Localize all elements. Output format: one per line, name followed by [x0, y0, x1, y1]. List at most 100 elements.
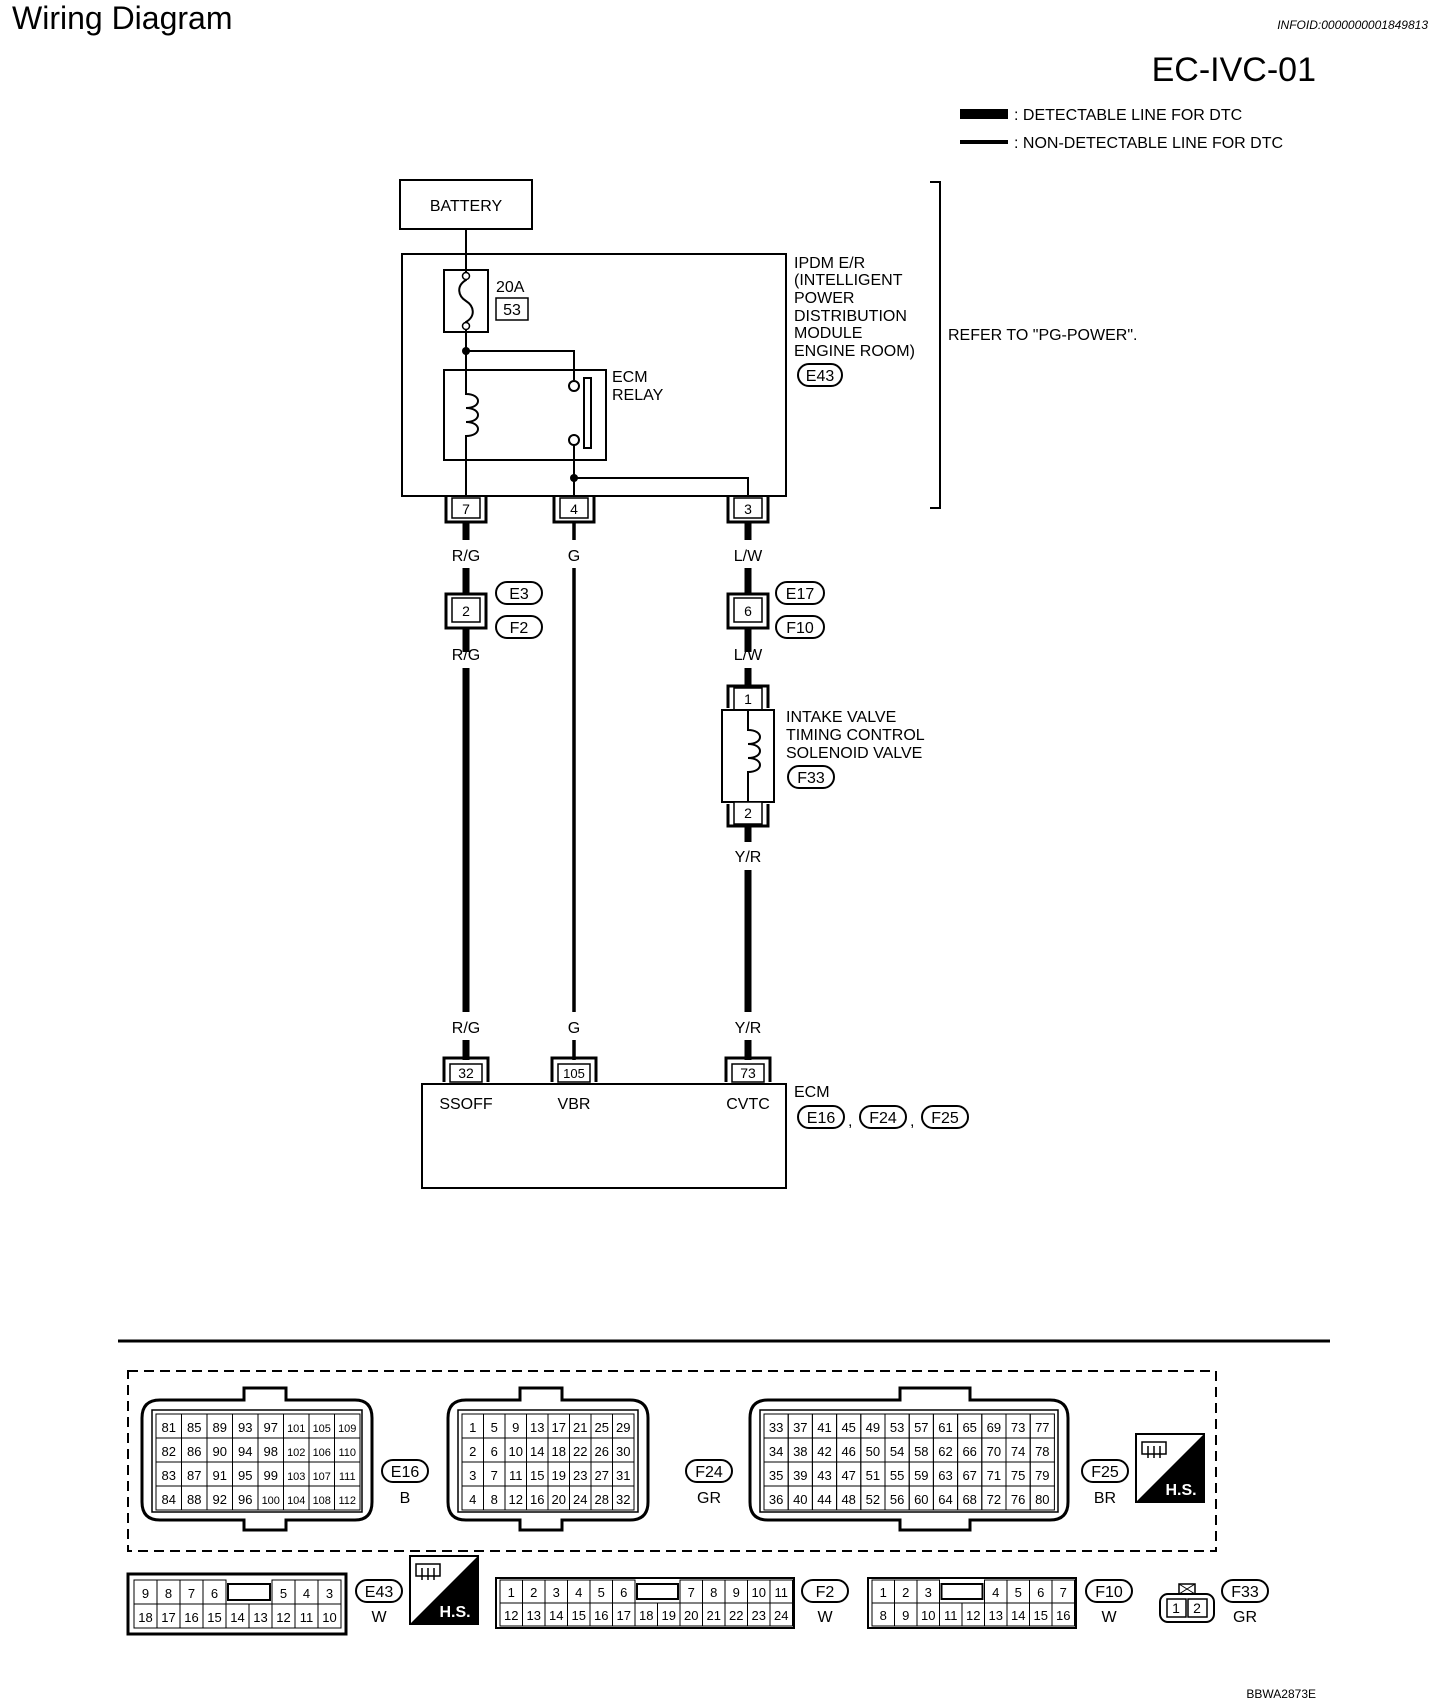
terminal-cavity: 64	[938, 1492, 952, 1507]
terminal-cavity: 14	[1011, 1608, 1025, 1623]
ecm-pin-cvtc: CVTC	[726, 1096, 770, 1113]
terminal-cavity: 86	[187, 1444, 201, 1459]
ipdm-terminal-4: 4	[552, 496, 596, 524]
svg-text:F2: F2	[816, 1584, 835, 1601]
terminal-cavity: 69	[987, 1420, 1001, 1435]
harness-side-badge-2: H.S.	[409, 1555, 479, 1625]
terminal-cavity: 12	[504, 1608, 518, 1623]
terminal-cavity: 83	[162, 1468, 176, 1483]
terminal-cavity: 80	[1035, 1492, 1049, 1507]
terminal-cavity: 63	[938, 1468, 952, 1483]
solenoid-connector-tag: F33	[787, 765, 835, 789]
terminal-cavity: 24	[573, 1492, 587, 1507]
svg-text:H.S.: H.S.	[439, 1604, 470, 1621]
terminal-cavity: 14	[549, 1608, 563, 1623]
connector-f33-tag: F33	[1221, 1579, 1269, 1603]
svg-text:32: 32	[458, 1065, 474, 1081]
svg-text:F25: F25	[931, 1110, 959, 1127]
terminal-cavity: 16	[594, 1608, 608, 1623]
solenoid-coil-symbol	[747, 710, 761, 802]
joint-connector-1-tag-f2: F2	[495, 615, 543, 639]
terminal-cavity: 74	[1011, 1444, 1025, 1459]
terminal-cavity: 2	[902, 1585, 909, 1600]
terminal-cavity: 55	[890, 1468, 904, 1483]
terminal-cavity: 35	[769, 1468, 783, 1483]
terminal-cavity: 8	[880, 1608, 887, 1623]
relay-coil-symbol	[465, 380, 479, 450]
svg-text:IPDM E/R: IPDM E/R	[794, 255, 865, 272]
terminal-cavity: 10	[921, 1608, 935, 1623]
terminal-cavity: 3	[553, 1585, 560, 1600]
terminal-cavity: 71	[987, 1468, 1001, 1483]
terminal-cavity: 22	[573, 1444, 587, 1459]
terminal-cavity: 7	[188, 1586, 195, 1601]
terminal-cavity: 48	[841, 1492, 855, 1507]
terminal-cavity: 24	[774, 1608, 788, 1623]
terminal-cavity: 10	[322, 1610, 336, 1625]
svg-text:ENGINE ROOM): ENGINE ROOM)	[794, 343, 915, 360]
ecm-box	[421, 1083, 787, 1189]
wire-1-color-bot: R/G	[452, 1020, 480, 1037]
connector-f33: 1 2	[1159, 1583, 1215, 1623]
ipdm-connector-tag: E43	[797, 363, 843, 387]
connector-e43-tag: E43	[355, 1579, 403, 1603]
ipdm-terminal-7: 7	[444, 496, 488, 524]
connector-f2-tag: F2	[801, 1579, 849, 1603]
terminal-cavity: 15	[530, 1468, 544, 1483]
terminal-cavity: 88	[187, 1492, 201, 1507]
fuse-symbol	[458, 270, 474, 332]
terminal-cavity: 45	[841, 1420, 855, 1435]
terminal-cavity: 93	[238, 1420, 252, 1435]
wire-3-color-top: L/W	[734, 548, 763, 565]
terminal-cavity: 107	[313, 1471, 331, 1483]
terminal-cavity: 57	[914, 1420, 928, 1435]
terminal-cavity: 101	[287, 1423, 305, 1435]
connector-f33-color: GR	[1233, 1609, 1257, 1626]
terminal-cavity: 77	[1035, 1420, 1049, 1435]
terminal-cavity: 15	[1034, 1608, 1048, 1623]
terminal-cavity: 18	[639, 1608, 653, 1623]
terminal-cavity: 1	[508, 1585, 515, 1600]
ecm-relay-box	[443, 369, 607, 461]
wire-3-color-sol: Y/R	[735, 849, 762, 866]
terminal-cavity: 15	[572, 1608, 586, 1623]
ecm-separator-1: ,	[848, 1113, 852, 1130]
connector-f24-tag: F24	[685, 1459, 733, 1483]
relay-contact-top	[568, 380, 580, 392]
terminal-cavity: 66	[962, 1444, 976, 1459]
terminal-cavity: 33	[769, 1420, 783, 1435]
terminal-cavity: 21	[707, 1608, 721, 1623]
info-id: INFOID:0000000001849813	[1277, 18, 1428, 32]
terminal-cavity: 68	[962, 1492, 976, 1507]
terminal-cavity: 30	[616, 1444, 630, 1459]
terminal-cavity: 37	[793, 1420, 807, 1435]
terminal-cavity: 79	[1035, 1468, 1049, 1483]
terminal-cavity: 42	[817, 1444, 831, 1459]
terminal-cavity: 108	[313, 1495, 331, 1507]
relay-label-1: ECM	[612, 369, 648, 386]
joint-connector-2-tag-e17: E17	[775, 581, 825, 605]
wire-1-color-mid: R/G	[452, 647, 480, 664]
terminal-cavity: 2	[530, 1585, 537, 1600]
svg-text:TIMING CONTROL: TIMING CONTROL	[786, 727, 925, 744]
terminal-cavity: 104	[287, 1495, 305, 1507]
ipdm-label: IPDM E/R (INTELLIGENT POWER DISTRIBUTION…	[794, 255, 915, 360]
terminal-cavity: 41	[817, 1420, 831, 1435]
refer-note: REFER TO "PG-POWER".	[948, 327, 1137, 344]
svg-text:F33: F33	[1231, 1584, 1259, 1601]
terminal-cavity: 44	[817, 1492, 831, 1507]
terminal-cavity: 52	[866, 1492, 880, 1507]
terminal-cavity: 105	[313, 1423, 331, 1435]
terminal-cavity: 9	[512, 1420, 519, 1435]
terminal-cavity: 9	[142, 1586, 149, 1601]
svg-text:4: 4	[570, 501, 578, 517]
terminal-cavity: 13	[253, 1610, 267, 1625]
relay-label-2: RELAY	[612, 387, 664, 404]
terminal-cavity: 10	[752, 1585, 766, 1600]
terminal-cavity: 11	[509, 1468, 523, 1483]
svg-text:F10: F10	[786, 620, 814, 637]
